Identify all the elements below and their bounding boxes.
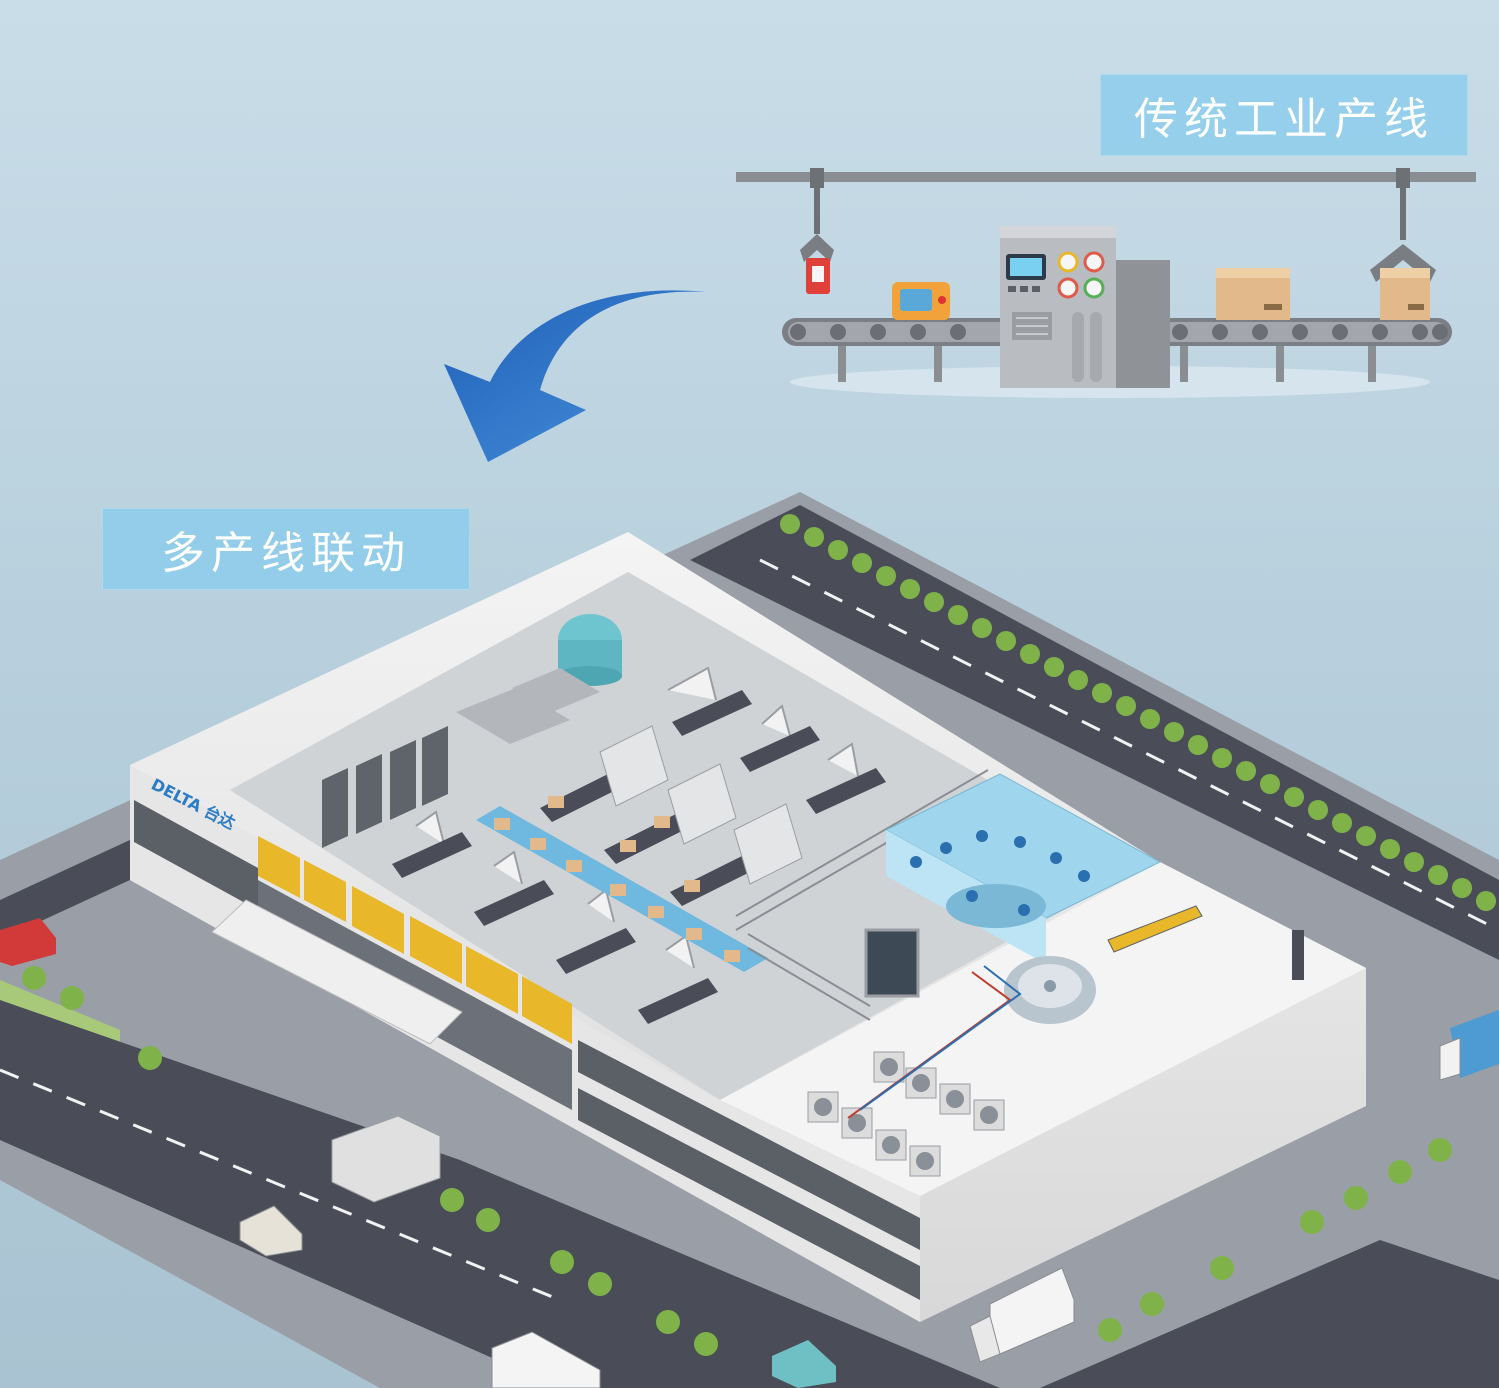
factory-complex: DELTA 台达	[0, 492, 1499, 1388]
truck-icon	[491, 1010, 1499, 1388]
traditional-production-line	[736, 168, 1476, 398]
car-icon	[0, 918, 836, 1388]
robot-arm-icon	[415, 666, 859, 969]
device-icon	[892, 282, 950, 320]
gripper-icon	[800, 168, 834, 294]
box-icon	[494, 796, 740, 962]
tree-icon	[22, 514, 1496, 1356]
multi-line-linkage-label: 多产线联动	[102, 508, 470, 590]
box-icon	[1380, 268, 1430, 320]
traditional-line-label: 传统工业产线	[1100, 74, 1468, 156]
arrow-icon	[444, 290, 706, 462]
control-panel-icon	[1000, 226, 1170, 388]
box-icon	[1216, 268, 1290, 320]
control-room	[884, 773, 1162, 964]
gripper-icon	[1370, 168, 1436, 282]
hvac-fan-icon	[1004, 956, 1096, 1024]
